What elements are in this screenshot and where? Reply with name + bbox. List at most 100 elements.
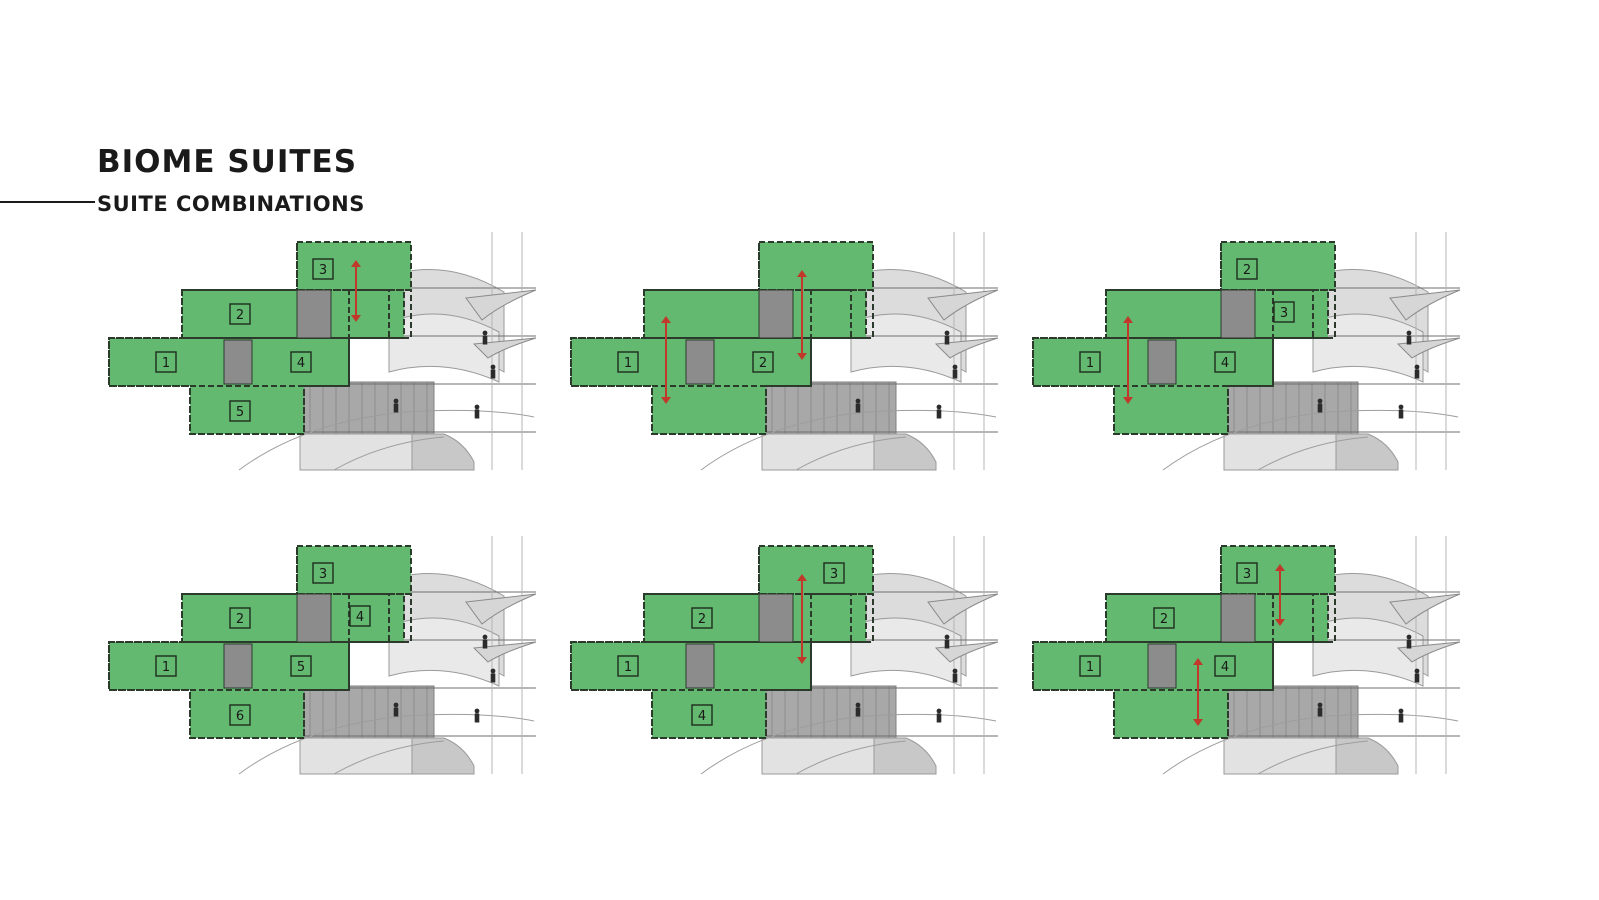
- vertical-connection-arrow: [797, 574, 807, 664]
- suite-number-label: 1: [155, 351, 177, 373]
- circulation-core: [758, 593, 794, 643]
- suite-block: [810, 289, 852, 339]
- suite-number: 4: [1221, 660, 1229, 675]
- cantilever-fin: [1389, 289, 1461, 321]
- suite-number-label: 3: [1273, 301, 1295, 323]
- suite-number-label: 5: [290, 655, 312, 677]
- person-figure: [490, 668, 496, 683]
- building-section: [238, 232, 537, 471]
- suite-number: 3: [319, 567, 327, 582]
- circulation-core: [1147, 339, 1177, 385]
- suite-number-label: 2: [229, 303, 251, 325]
- person-figure: [482, 330, 488, 345]
- person-figure: [1406, 330, 1412, 345]
- person-figure: [855, 702, 861, 717]
- combination-diagram-6: 3 2 1 4: [1028, 536, 1473, 781]
- ribbed-wall: [303, 381, 435, 435]
- person-figure: [855, 398, 861, 413]
- cantilever-fin: [927, 289, 999, 321]
- suite-number-label: 2: [1236, 258, 1258, 280]
- person-figure: [1406, 634, 1412, 649]
- ribbed-wall: [1227, 685, 1359, 739]
- suite-number-label: 4: [1214, 351, 1236, 373]
- cantilever-fin: [465, 593, 537, 625]
- suite-block: [348, 593, 390, 643]
- title-rule: [0, 201, 95, 203]
- base-volume: [299, 433, 413, 471]
- cantilever-fin: [927, 593, 999, 625]
- suite-number: 5: [297, 660, 305, 675]
- suite-number-label: 3: [1236, 562, 1258, 584]
- circulation-core: [223, 339, 253, 385]
- suite-number-label: 1: [155, 655, 177, 677]
- vertical-connection-arrow: [1275, 564, 1285, 626]
- ribbed-wall: [303, 685, 435, 739]
- suite-number: 4: [356, 610, 364, 625]
- person-figure: [952, 364, 958, 379]
- base-volume: [299, 737, 413, 775]
- cantilever-fin: [934, 337, 999, 359]
- person-figure: [490, 364, 496, 379]
- suite-labels: 3 2 1 4 5: [155, 258, 334, 422]
- suite-blocks: [570, 545, 874, 739]
- person-figure: [1317, 702, 1323, 717]
- vertical-connection-arrow: [1123, 316, 1133, 404]
- base-volume: [761, 737, 875, 775]
- suite-blocks: [1032, 241, 1336, 435]
- suite-number: 1: [1086, 356, 1094, 371]
- building-section: [1162, 536, 1461, 775]
- suite-labels: 3 2 1 4: [1079, 562, 1258, 677]
- suite-number: 1: [162, 356, 170, 371]
- base-volume: [1223, 433, 1337, 471]
- suite-number: 4: [1221, 356, 1229, 371]
- suite-number: 2: [1243, 263, 1251, 278]
- building-section: [700, 232, 999, 471]
- vertical-connection-arrow: [1193, 658, 1203, 726]
- person-figure: [1317, 398, 1323, 413]
- suite-number: 2: [759, 356, 767, 371]
- circulation-core: [1220, 593, 1256, 643]
- person-figure: [1414, 364, 1420, 379]
- suite-number-label: 2: [752, 351, 774, 373]
- cantilever-fin: [472, 641, 537, 663]
- circulation-core: [296, 289, 332, 339]
- suite-number-label: 1: [1079, 351, 1101, 373]
- suite-number-label: 1: [1079, 655, 1101, 677]
- suite-number: 3: [1280, 306, 1288, 321]
- building-section: [238, 536, 537, 775]
- suite-number: 2: [1160, 612, 1168, 627]
- building-section: [1162, 232, 1461, 471]
- circulation-core: [685, 643, 715, 689]
- vertical-connection-arrow: [661, 316, 671, 404]
- ribbed-wall: [1227, 381, 1359, 435]
- circulation-core: [685, 339, 715, 385]
- circulation-core: [296, 593, 332, 643]
- person-figure: [482, 634, 488, 649]
- person-figure: [936, 404, 942, 419]
- suite-blocks: [108, 545, 412, 739]
- ribbed-wall: [765, 685, 897, 739]
- cantilever-fin: [465, 289, 537, 321]
- suite-number-label: 5: [229, 400, 251, 422]
- suite-number: 2: [236, 308, 244, 323]
- suite-number: 1: [624, 660, 632, 675]
- suite-number: 4: [297, 356, 305, 371]
- page-subtitle: SUITE COMBINATIONS: [97, 192, 365, 216]
- suite-blocks: [570, 241, 874, 435]
- suite-number-label: 3: [312, 258, 334, 280]
- person-figure: [944, 634, 950, 649]
- suite-number-label: 4: [1214, 655, 1236, 677]
- person-figure: [474, 404, 480, 419]
- suite-labels: 2 3 1 4: [1079, 258, 1295, 373]
- ribbed-wall: [765, 381, 897, 435]
- vertical-connection-arrow: [351, 260, 361, 322]
- suite-blocks: [108, 241, 412, 435]
- suite-blocks: [1032, 545, 1336, 739]
- page-title: BIOME SUITES: [97, 144, 358, 180]
- suite-number: 6: [236, 709, 244, 724]
- base-volume: [761, 433, 875, 471]
- suite-number: 3: [830, 567, 838, 582]
